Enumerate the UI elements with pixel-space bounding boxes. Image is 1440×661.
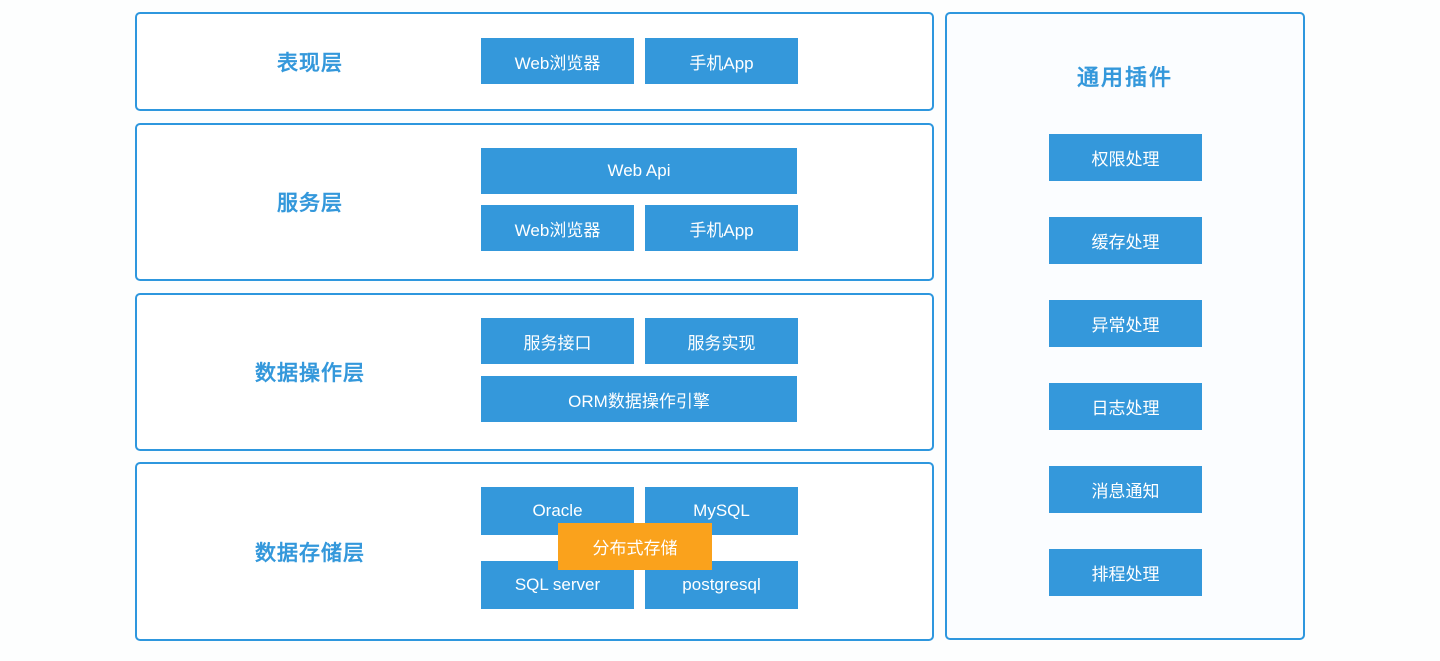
node-oracle: Oracle bbox=[481, 487, 634, 535]
node-web-browser: Web浏览器 bbox=[481, 38, 634, 84]
node-message-notification: 消息通知 bbox=[1049, 466, 1202, 513]
layer-title-presentation: 表现层 bbox=[277, 51, 343, 75]
node-permission-handling: 权限处理 bbox=[1049, 134, 1202, 181]
plugins-panel: 通用插件 权限处理 缓存处理 异常处理 日志处理 消息通知 排程处理 bbox=[945, 12, 1305, 640]
node-orm-engine: ORM数据操作引擎 bbox=[481, 376, 797, 422]
layer-title-data-operation: 数据操作层 bbox=[255, 362, 365, 385]
node-exception-handling: 异常处理 bbox=[1049, 300, 1202, 347]
layer-box-data-operation: 数据操作层 服务接口 服务实现 ORM数据操作引擎 bbox=[135, 293, 934, 451]
layer-title-data-storage: 数据存储层 bbox=[255, 541, 365, 565]
node-distributed-storage: 分布式存储 bbox=[558, 523, 712, 570]
node-web-browser: Web浏览器 bbox=[481, 205, 634, 251]
node-mobile-app: 手机App bbox=[645, 38, 798, 84]
node-schedule-handling: 排程处理 bbox=[1049, 549, 1202, 596]
node-web-api: Web Api bbox=[481, 148, 797, 194]
node-service-implementation: 服务实现 bbox=[645, 318, 798, 364]
node-log-handling: 日志处理 bbox=[1049, 383, 1202, 430]
node-mobile-app: 手机App bbox=[645, 205, 798, 251]
node-service-interface: 服务接口 bbox=[481, 318, 634, 364]
node-postgresql: postgresql bbox=[645, 561, 798, 609]
layer-box-service: 服务层 Web Api Web浏览器 手机App bbox=[135, 123, 934, 281]
layer-title-service: 服务层 bbox=[277, 192, 343, 215]
layer-box-presentation: 表现层 Web浏览器 手机App bbox=[135, 12, 934, 111]
node-cache-handling: 缓存处理 bbox=[1049, 217, 1202, 264]
plugins-panel-title: 通用插件 bbox=[1076, 65, 1173, 90]
layer-box-data-storage: 数据存储层 Oracle MySQL SQL server postgresql… bbox=[135, 462, 934, 641]
node-sql-server: SQL server bbox=[481, 561, 634, 609]
